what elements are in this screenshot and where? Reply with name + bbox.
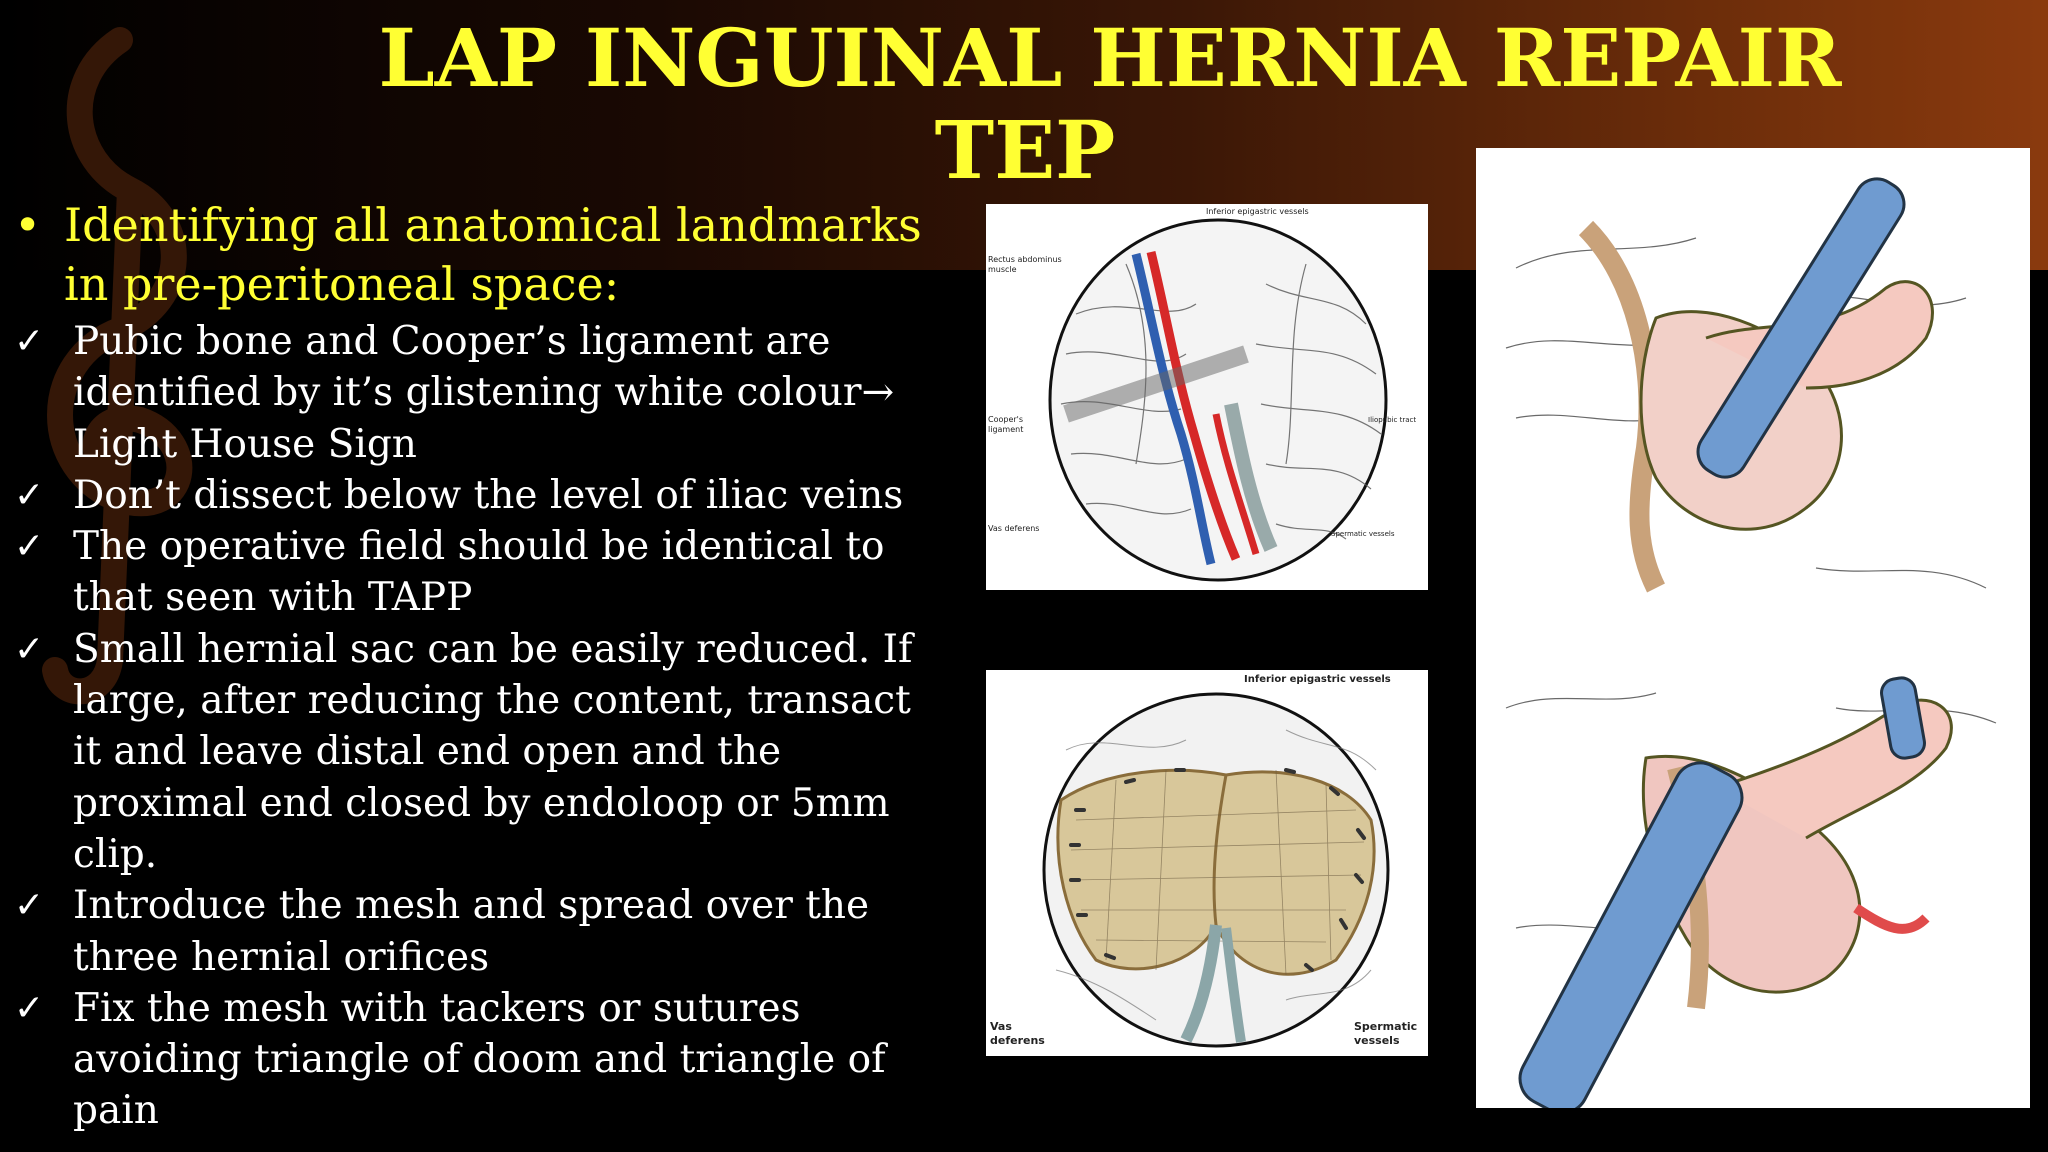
label-spermatic-vessels: Spermatic vessels: [1331, 530, 1395, 538]
anatomy-illustration: Inferior epigastric vessels Rectus abdom…: [986, 204, 1428, 590]
anatomy-drawing: Inferior epigastric vessels Rectus abdom…: [988, 207, 1416, 582]
check-item: ✓ The operative field should be identica…: [0, 521, 930, 624]
check-item: ✓ Small hernial sac can be easily reduce…: [0, 624, 930, 880]
check-icon: ✓: [14, 885, 45, 927]
check-item: ✓ Fix the mesh with tackers or sutures a…: [0, 983, 930, 1137]
label-rectus-2: muscle: [988, 265, 1017, 274]
check-item-text: Small hernial sac can be easily reduced.…: [73, 626, 913, 877]
check-icon: ✓: [14, 987, 45, 1029]
main-bullet-text: Identifying all anatomical landmarks in …: [64, 198, 922, 311]
label-coopers-1: Cooper's: [988, 415, 1023, 424]
slide-title: LAP INGUINAL HERNIA REPAIR TEP: [340, 12, 1880, 196]
bullet-marker: •: [14, 198, 42, 252]
slide-body: • Identifying all anatomical landmarks i…: [0, 196, 930, 1137]
label-iliopubic: Iliopubic tract: [1368, 416, 1416, 424]
check-item-text: Fix the mesh with tackers or sutures avo…: [73, 985, 886, 1134]
check-icon: ✓: [14, 474, 45, 516]
mesh-illustration: Inferior epigastric vessels Vas deferens…: [986, 670, 1428, 1056]
check-item: ✓ Pubic bone and Cooper’s ligament are i…: [0, 316, 930, 470]
label-vas-2: deferens: [990, 1034, 1045, 1047]
check-icon: ✓: [14, 526, 45, 568]
title-line-1: LAP INGUINAL HERNIA REPAIR: [378, 11, 1842, 105]
check-icon: ✓: [14, 321, 45, 362]
sac-reduction-illustration: [1476, 148, 2030, 1108]
sac-reduction-drawing: [1505, 177, 1997, 1108]
check-item-text: The operative field should be identical …: [73, 524, 885, 621]
label-rectus-1: Rectus abdominus: [988, 255, 1062, 264]
label-spermatic-1: Spermatic: [1354, 1020, 1417, 1033]
label-vas-1: Vas: [990, 1020, 1012, 1033]
label-inferior-epigastric: Inferior epigastric vessels: [1206, 207, 1309, 216]
check-item: ✓ Introduce the mesh and spread over the…: [0, 880, 930, 983]
label-spermatic-2: vessels: [1354, 1034, 1400, 1047]
check-item-text: Pubic bone and Cooper’s ligament are ide…: [73, 319, 895, 467]
label-vas-deferens: Vas deferens: [988, 524, 1039, 533]
check-icon: ✓: [14, 628, 45, 670]
label-coopers-2: ligament: [988, 425, 1023, 434]
main-bullet: • Identifying all anatomical landmarks i…: [0, 196, 930, 314]
label-inferior-epigastric: Inferior epigastric vessels: [1244, 674, 1391, 685]
check-item: ✓ Don’t dissect below the level of iliac…: [0, 470, 930, 521]
check-item-text: Introduce the mesh and spread over the t…: [73, 883, 870, 980]
check-item-text: Don’t dissect below the level of iliac v…: [73, 472, 904, 518]
treble-clef-watermark: [42, 27, 193, 705]
title-line-2: TEP: [934, 103, 1116, 197]
mesh-drawing: Inferior epigastric vessels Vas deferens…: [990, 674, 1417, 1048]
